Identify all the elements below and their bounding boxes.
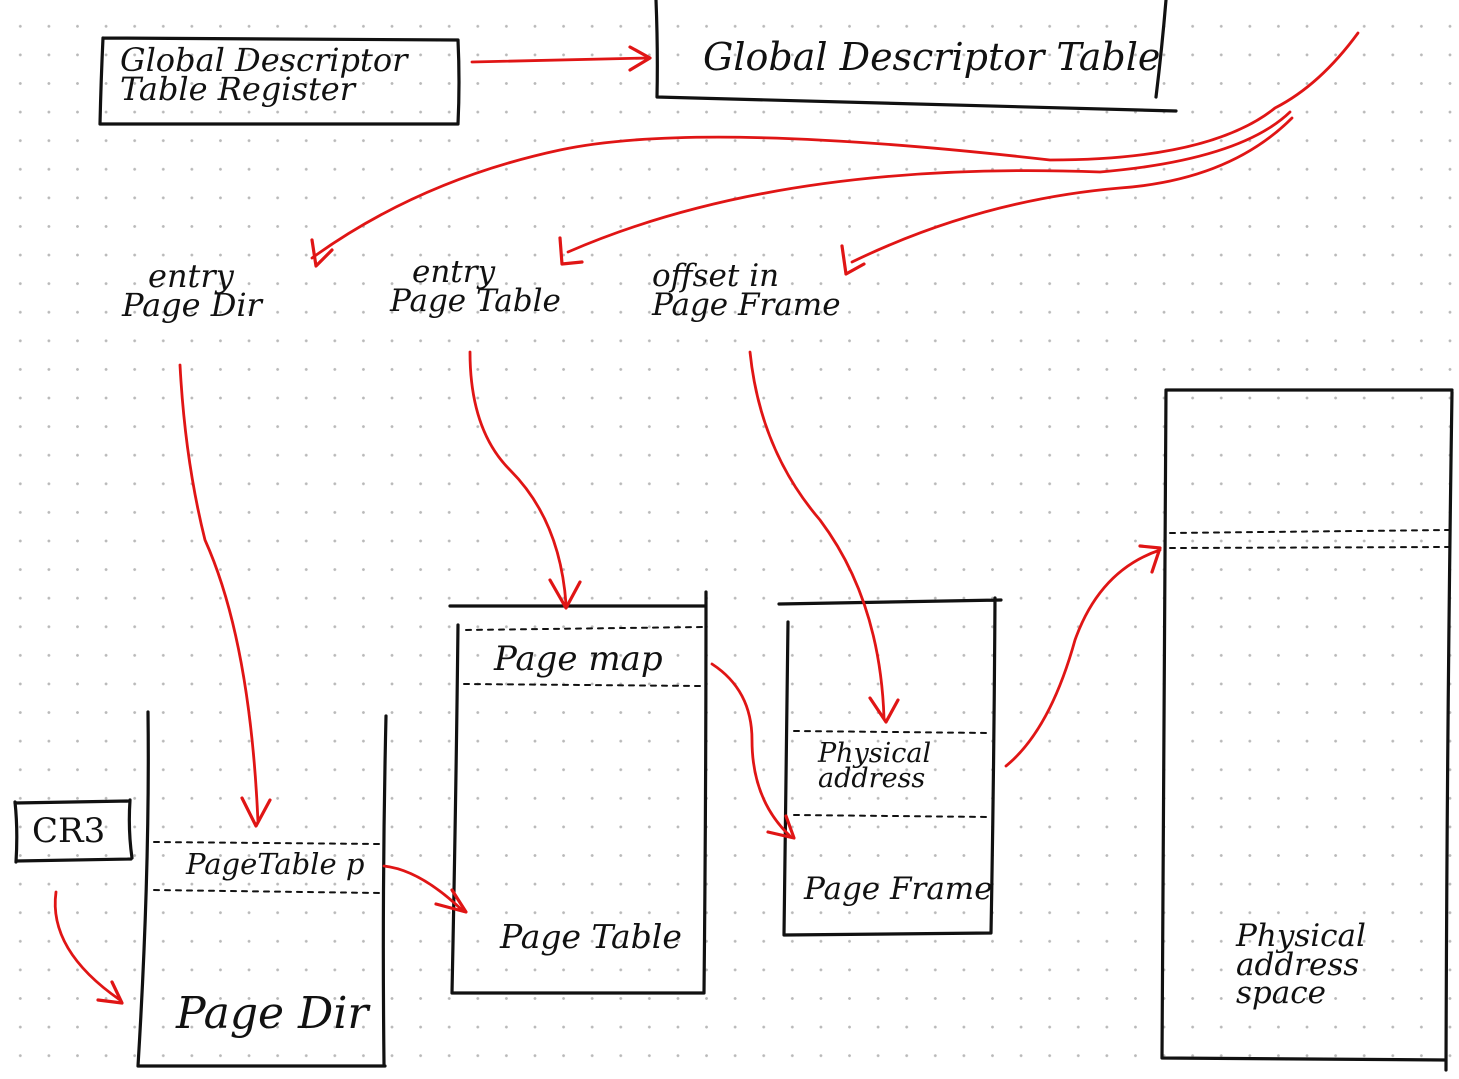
arrow-cr3-to-page-dir-head [96,980,124,1005]
page-frame-label: Page Frame [804,871,993,907]
arrow-linear-to-entry-dir [310,31,1360,260]
arrow-linear-to-entry-dir-head [310,238,334,268]
physical-address-line2: address [818,762,926,794]
physical-address-label: Physical address [818,740,931,794]
arrow-cr3-to-page-dir [53,890,122,1002]
gdtr-label: Global Descriptor Table Register [120,44,407,109]
arrow-page-map-to-page-frame-head [766,814,796,840]
page-dir-label: Page Dir [176,988,369,1039]
physical-space-line2: address [1236,946,1360,983]
arrow-linear-to-offset [850,116,1294,264]
entry-page-dir-label: entry Page Dir [122,260,262,325]
gdtr-label-line1: Global Descriptor [120,41,408,79]
physical-space-label: Physical address space [1236,921,1366,1012]
page-table-label: Page Table [500,917,682,956]
arrow-linear-to-entry-table [566,110,1292,254]
physical-address-line1: Physical [818,738,932,769]
physical-space-divider-bottom [1169,546,1451,549]
cr3-box [13,798,134,864]
gdt-box [654,0,1178,113]
arrow-linear-to-entry-table-head [558,236,584,266]
physical-space-box [1160,388,1454,1072]
page-frame-box [777,596,1003,937]
arrow-gdtr-to-gdt [470,56,650,64]
arrow-entry-table-to-page-table-head [548,578,582,610]
entry-page-table-line1: entry [412,254,496,290]
offset-page-frame-line2: Page Frame [652,286,841,323]
gdtr-label-line2: Table Register [120,70,356,109]
arrow-entry-dir-to-page-dir-head [240,796,272,828]
offset-page-frame-label: offset in Page Frame [652,261,841,321]
physical-space-line1: Physical [1236,918,1366,954]
physical-space-divider-top [1169,529,1451,534]
page-frame-entry-divider-top [793,730,991,734]
arrow-offset-to-page-frame-head [868,696,900,724]
entry-page-dir-line1: entry [148,257,234,295]
page-frame-entry-divider-bottom [793,814,991,818]
arrow-page-map-to-page-frame [710,662,792,838]
arrow-physical-to-space-head [1138,544,1162,574]
arrow-dir-entry-to-page-table-head [434,888,468,914]
pagetable-pointer-label: PageTable p [186,847,365,881]
arrow-offset-to-page-frame [748,350,886,720]
arrow-dir-entry-to-page-table [382,864,464,912]
arrow-entry-table-to-page-table [468,350,568,606]
cr3-label: CR3 [32,811,106,851]
gdt-label: Global Descriptor Table [703,35,1161,79]
arrow-gdtr-to-gdt-head [628,45,652,72]
arrow-physical-to-space [1004,548,1162,768]
entry-page-dir-line2: Page Dir [122,286,262,325]
page-dir-box [136,710,388,1068]
arrow-linear-to-offset-head [840,244,866,276]
page-dir-entry-divider-top [153,841,381,845]
physical-space-line3: space [1236,975,1326,1012]
page-dir-entry-divider-bottom [153,889,381,894]
entry-page-table-label: entry Page Table [390,257,561,317]
offset-page-frame-line1: offset in [652,258,780,294]
entry-page-table-line2: Page Table [390,282,561,319]
arrow-entry-dir-to-page-dir [178,363,260,824]
page-table-map-divider-bottom [463,683,703,687]
page-map-label: Page map [494,639,663,679]
gdtr-box [98,36,461,126]
page-table-map-divider-top [465,626,703,631]
page-table-box [448,590,708,995]
